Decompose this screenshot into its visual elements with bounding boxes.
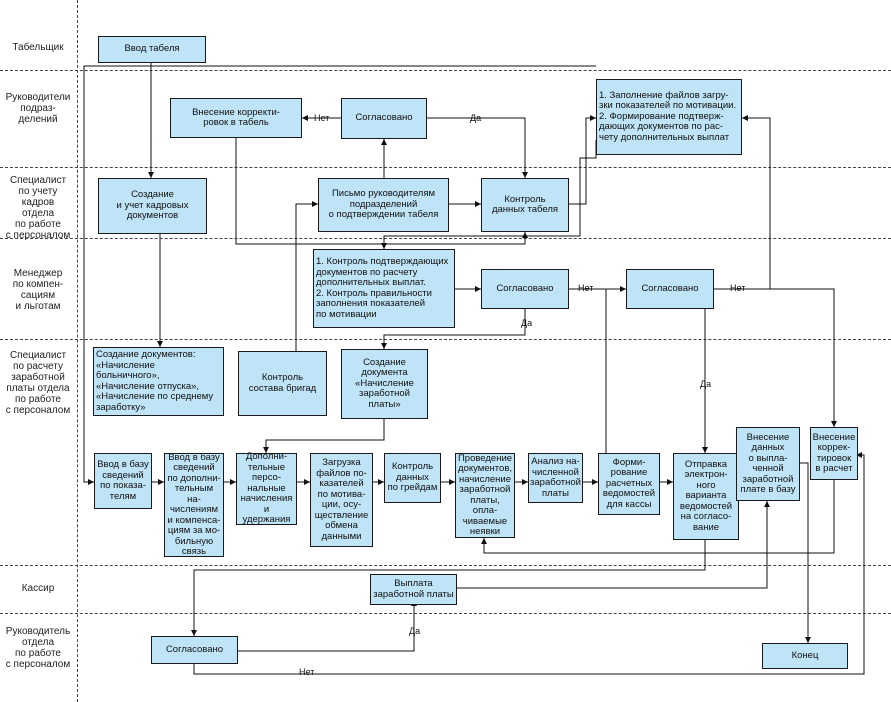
box-salary-payment[interactable]: Выплата заработной платы bbox=[370, 574, 457, 605]
box-timesheet-corrections[interactable]: Внесение корректи- ровок в табель bbox=[170, 98, 302, 138]
box-enter-additional-accruals[interactable]: Ввод в базу сведений по дополни- тельным… bbox=[164, 452, 224, 557]
lane-label-divider bbox=[77, 0, 78, 702]
label-yes: Да bbox=[409, 626, 421, 636]
box-team-composition-control[interactable]: Контроль состава бригад bbox=[238, 351, 327, 416]
box-create-payroll-document[interactable]: Создание документа «Начисление заработно… bbox=[341, 349, 428, 419]
box-approved-statements[interactable]: Согласовано bbox=[626, 269, 714, 309]
lane-separator bbox=[0, 613, 891, 614]
box-enter-paid-salary[interactable]: Внесение данных о выпла- ченной заработн… bbox=[736, 427, 800, 501]
box-end[interactable]: Конец bbox=[762, 643, 848, 669]
label-no: Нет bbox=[730, 283, 746, 293]
label-no: Нет bbox=[299, 667, 315, 677]
box-approved-compensation[interactable]: Согласовано bbox=[481, 269, 569, 309]
box-grade-control[interactable]: Контроль данных по грейдам bbox=[384, 453, 441, 503]
label-no: Нет bbox=[314, 113, 330, 123]
box-send-statements[interactable]: Отправка электрон- ного варианта ведомос… bbox=[673, 453, 739, 540]
box-approved-department[interactable]: Согласовано bbox=[341, 98, 427, 139]
lane-label-compensation-manager: Менеджер по компен- сациям и льготам bbox=[12, 268, 64, 312]
label-no: Нет bbox=[578, 283, 594, 293]
lane-label-hr-records-specialist: Специалист по учету кадров отдела по раб… bbox=[5, 175, 71, 241]
box-approved-hr-head[interactable]: Согласовано bbox=[151, 636, 238, 664]
box-load-motivation-files[interactable]: Загрузка файлов по- казателей по мотива-… bbox=[310, 453, 373, 547]
lane-label-cashier: Кассир bbox=[21, 583, 55, 594]
box-hr-documents[interactable]: Создание и учет кадровых документов bbox=[98, 178, 207, 234]
box-documents-control[interactable]: 1. Контроль подтверждающих документов по… bbox=[313, 249, 455, 328]
lane-separator bbox=[0, 238, 891, 239]
box-enter-indicators[interactable]: Ввод в базу сведений по показа- телям bbox=[94, 453, 152, 509]
lane-label-payroll-specialist: Специалист по расчету заработной платы о… bbox=[5, 350, 71, 416]
lane-separator bbox=[0, 70, 891, 71]
lane-label-timekeeper: Табельщик bbox=[12, 42, 64, 53]
label-yes: Да bbox=[521, 318, 533, 328]
lane-separator bbox=[0, 339, 891, 340]
box-personal-accruals[interactable]: Дополни- тельные персо- нальные начислен… bbox=[236, 452, 297, 525]
box-timesheet-control[interactable]: Контроль данных табеля bbox=[481, 178, 569, 232]
box-cash-statements[interactable]: Форми- рование расчетных ведомостей для … bbox=[598, 453, 660, 515]
label-yes: Да bbox=[700, 379, 712, 389]
label-yes: Да bbox=[470, 113, 482, 123]
lane-label-department-heads: Руководители подраз- делений bbox=[5, 92, 71, 125]
box-payroll-calculation[interactable]: Проведение документов, начисление зарабо… bbox=[455, 453, 515, 538]
lane-label-hr-head: Руководитель отдела по работе с персонал… bbox=[5, 626, 71, 670]
box-create-accrual-documents[interactable]: Создание документов: «Начисление больнич… bbox=[93, 347, 224, 416]
box-calculation-corrections[interactable]: Внесение коррек- тировок в расчет bbox=[810, 427, 858, 480]
lane-separator bbox=[0, 565, 891, 566]
lane-separator bbox=[0, 167, 891, 168]
box-motivation-files[interactable]: 1. Заполнение файлов загру- зки показате… bbox=[596, 79, 742, 155]
box-confirmation-letter[interactable]: Письмо руководителям подразделений о под… bbox=[318, 178, 449, 232]
box-payroll-analysis[interactable]: Анализ на- численной заработной платы bbox=[528, 453, 583, 503]
box-enter-timesheet[interactable]: Ввод табеля bbox=[98, 36, 206, 63]
